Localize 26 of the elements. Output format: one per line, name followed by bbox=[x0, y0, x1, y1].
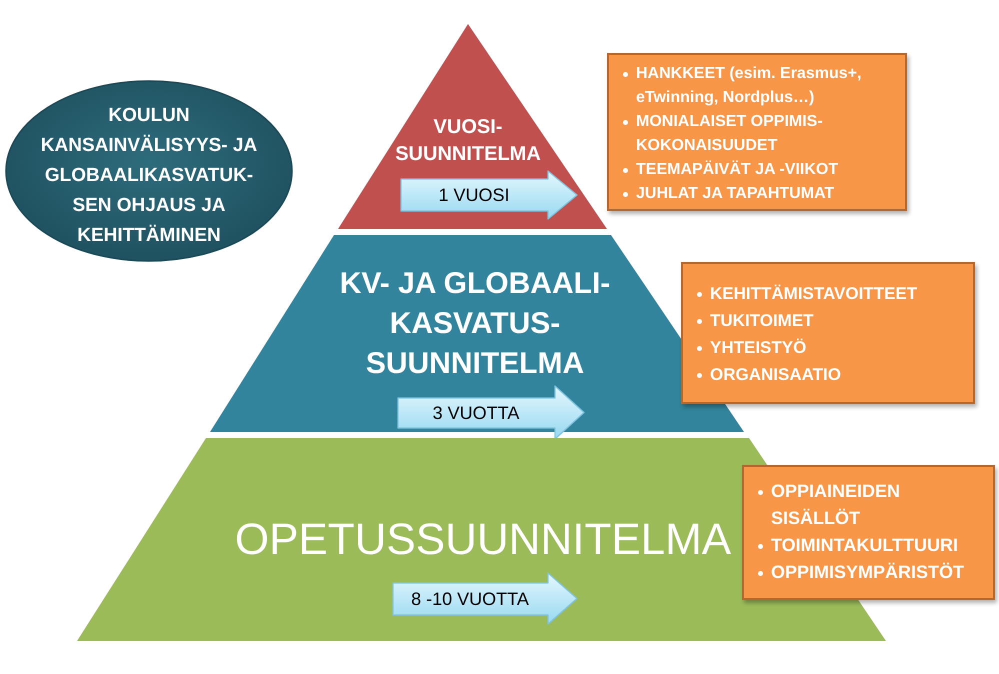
bullet-item: JUHLAT JA TAPAHTUMAT bbox=[622, 182, 834, 206]
bullet-item: TEEMAPÄIVÄT JA -VIIKOT bbox=[622, 158, 838, 182]
bullet-item: ORGANISAATIO bbox=[696, 361, 841, 388]
arrow-label: 8 -10 VUOTTA bbox=[411, 590, 529, 608]
oval bbox=[5, 80, 293, 262]
bullet-item: KEHITTÄMISTAVOITTEET bbox=[696, 280, 918, 307]
bullet-item: HANKKEET (esim. Erasmus+, eTwinning, Nordplus…) bbox=[622, 62, 864, 110]
bullet-list-box bbox=[681, 262, 975, 404]
bullet-item: OPPIAINEIDEN SISÄLLÖT bbox=[757, 478, 903, 532]
bullet-list-box bbox=[607, 53, 907, 211]
block-arrow bbox=[400, 170, 578, 220]
bullet-item: OPPIMISYMPÄRISTÖT bbox=[757, 559, 964, 586]
bullet-item: MONIALAISET OPPIMIS- KOKONAISUUDET bbox=[622, 110, 825, 158]
arrow-label: 3 VUOTTA bbox=[432, 404, 520, 422]
pyramid-top-tier bbox=[338, 24, 607, 229]
arrow-label: 1 VUOSI bbox=[438, 186, 510, 204]
oval-text: KOULUN KANSAINVÄLISYYS- JA GLOBAALIKASVATUK- SEN OHJAUS JA KEHITTÄMINEN bbox=[40, 104, 258, 248]
bullet-list-box bbox=[742, 465, 995, 600]
block-arrow bbox=[392, 572, 578, 625]
tier-label: KV- JA GLOBAALI- KASVATUS- SUUNNITELMA bbox=[338, 266, 612, 382]
tier-label: OPETUSSUUNNITELMA bbox=[234, 514, 732, 566]
bullet-item: YHTEISTYÖ bbox=[696, 334, 806, 361]
tier-label: VUOSI- SUUNNITELMA bbox=[394, 115, 542, 167]
block-arrow bbox=[397, 385, 585, 440]
bullet-item: TOIMINTAKULTTUURI bbox=[757, 532, 958, 559]
bullet-item: TUKITOIMET bbox=[696, 307, 814, 334]
